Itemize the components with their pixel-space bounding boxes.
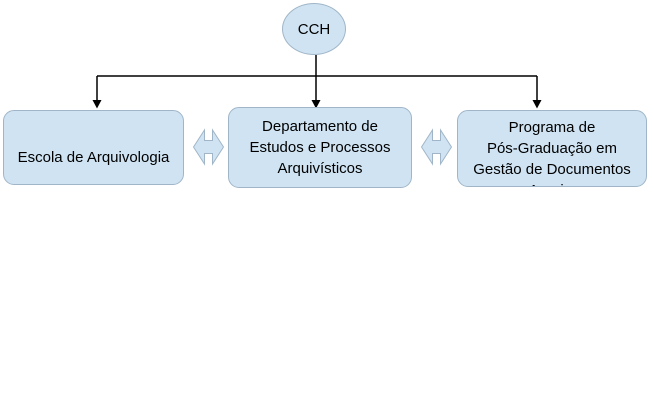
node-programa-pos-graduacao-gestao-documentos: Programa de Pós-Graduação em Gestão de D… (457, 110, 647, 187)
node-cch-label: CCH (297, 20, 331, 38)
left-right-double-arrow-icon (421, 128, 452, 166)
down-arrowhead-icon (532, 100, 542, 109)
node-label-line-clipped: e Arquivos (458, 180, 646, 186)
node-label-line: Arquivísticos (277, 160, 363, 177)
node-label-line: Pós-Graduação em (486, 140, 618, 157)
connector-tree-lines (96, 55, 538, 101)
down-arrowhead-icon (92, 100, 102, 109)
node-label-line: Programa de (508, 119, 596, 136)
node-label-line: Estudos e Processos (249, 139, 391, 156)
node-escola-de-arquivologia: Escola de Arquivologia (3, 110, 184, 185)
node-label-line: Gestão de Documentos (473, 161, 631, 178)
node-departamento-estudos-processos-arquivisticos: Departamento de Estudos e Processos Arqu… (228, 107, 412, 188)
node-label-line: Departamento de (262, 118, 378, 135)
node-label-line: Escola de Arquivologia (17, 149, 170, 166)
left-right-double-arrow-icon (193, 128, 224, 166)
node-cch: CCH (282, 3, 346, 55)
